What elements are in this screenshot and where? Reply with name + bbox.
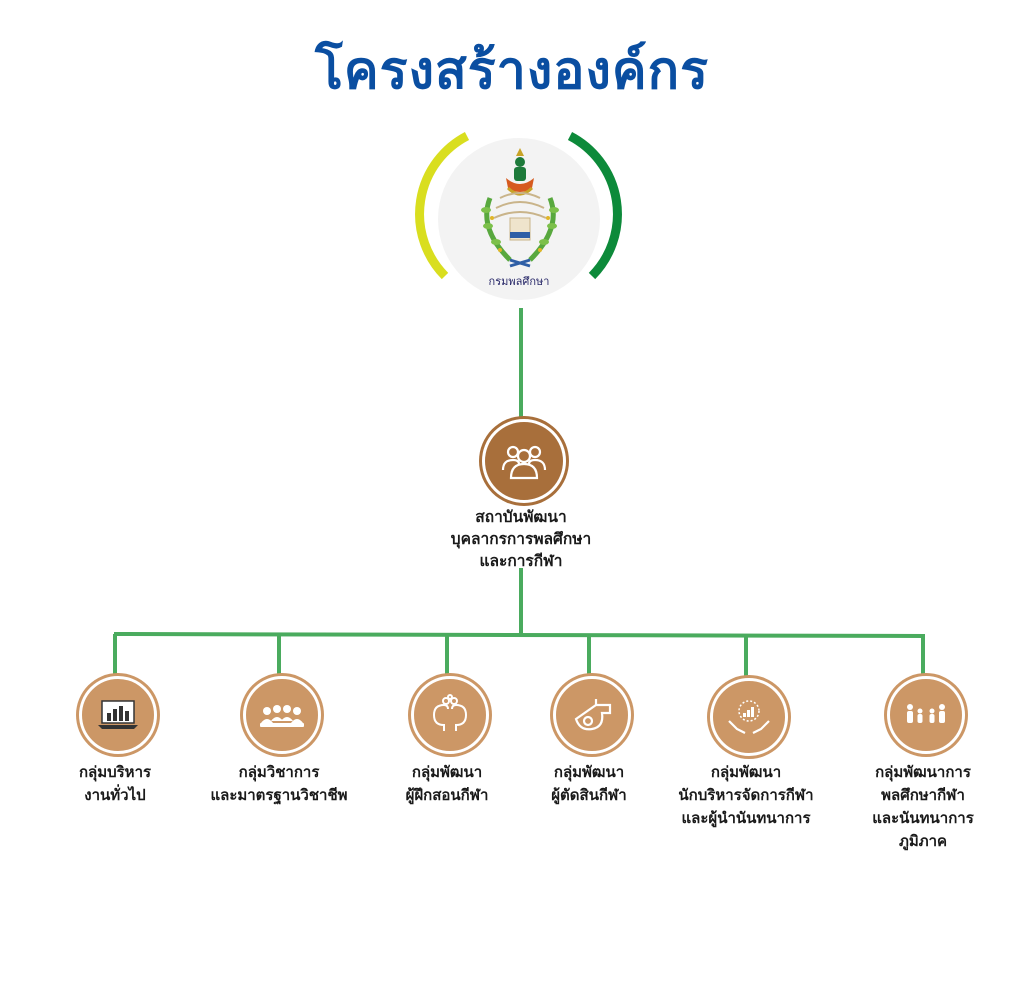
group-6-line-4: ภูมิภาค xyxy=(898,832,948,850)
connector-bus xyxy=(113,632,926,638)
people-group-icon xyxy=(501,445,547,480)
main-label: สถาบันพัฒนา บุคลากรการพลศึกษา และการกีฬา xyxy=(421,506,621,572)
main-node xyxy=(482,419,566,503)
meeting-icon xyxy=(260,705,304,727)
group-6-line-3: และนันทนาการ xyxy=(872,809,974,827)
group-label-regional: กลุ่มพัฒนาการ พลศึกษากีฬา และนันทนาการ ภ… xyxy=(848,761,998,853)
group-node-referee xyxy=(553,676,631,754)
group-2-line-1: กลุ่มวิชาการ xyxy=(238,763,320,781)
group-label-sport-manager: กลุ่มพัฒนา นักบริหารจัดการกีฬา และผู้นำน… xyxy=(656,761,836,830)
group-5-line-2: นักบริหารจัดการกีฬา xyxy=(678,786,814,804)
group-5-line-3: และผู้นำนันทนาการ xyxy=(681,809,811,827)
group-3-line-2: ผู้ฝึกสอนกีฬา xyxy=(405,786,489,804)
main-label-line-2: บุคลากรการพลศึกษา xyxy=(450,530,592,548)
logo-arc-left xyxy=(415,132,470,280)
group-label-referee: กลุ่มพัฒนา ผู้ตัดสินกีฬา xyxy=(509,761,669,807)
whistle-icon xyxy=(574,699,612,731)
group-label-academic: กลุ่มวิชาการ และมาตรฐานวิชาชีพ xyxy=(189,761,369,807)
group-6-line-2: พลศึกษากีฬา xyxy=(881,786,965,804)
group-4-line-1: กลุ่มพัฒนา xyxy=(553,763,625,781)
family-icon xyxy=(907,704,945,723)
department-seal-icon xyxy=(481,148,559,268)
group-1-line-2: งานทั่วไป xyxy=(84,786,146,804)
group-1-line-1: กลุ่มบริหาร xyxy=(78,763,152,781)
group-4-line-2: ผู้ตัดสินกีฬา xyxy=(551,786,627,804)
group-label-general-admin: กลุ่มบริหาร งานทั่วไป xyxy=(35,761,195,807)
main-label-line-1: สถาบันพัฒนา xyxy=(475,508,567,526)
group-node-regional xyxy=(887,676,965,754)
group-2-line-2: และมาตรฐานวิชาชีพ xyxy=(210,786,348,804)
brainstorm-icon xyxy=(432,694,468,731)
laptop-chart-icon xyxy=(98,700,138,729)
logo-caption: กรมพลศึกษา xyxy=(488,275,550,288)
group-node-academic xyxy=(243,676,321,754)
page-title: โครงสร้างองค์กร xyxy=(314,41,710,101)
group-5-line-1: กลุ่มพัฒนา xyxy=(710,763,782,781)
group-node-sport-manager xyxy=(710,678,788,756)
group-node-general-admin xyxy=(79,676,157,754)
hands-growth-icon xyxy=(728,700,770,734)
group-node-coach xyxy=(411,676,489,754)
logo-arc-right xyxy=(567,132,622,280)
logo-arcs xyxy=(415,132,622,280)
group-6-line-1: กลุ่มพัฒนาการ xyxy=(875,763,971,781)
group-3-line-1: กลุ่มพัฒนา xyxy=(411,763,483,781)
group-label-coach: กลุ่มพัฒนา ผู้ฝึกสอนกีฬา xyxy=(367,761,527,807)
main-label-line-3: และการกีฬา xyxy=(479,552,563,570)
